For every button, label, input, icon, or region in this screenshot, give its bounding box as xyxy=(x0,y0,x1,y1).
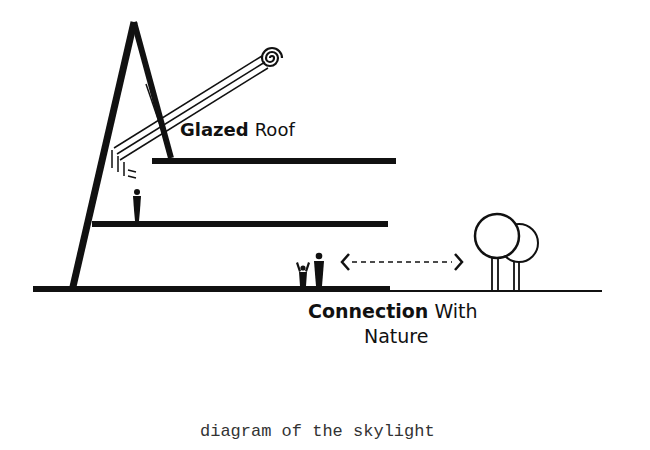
label-connection: Connection xyxy=(308,302,428,321)
tree-crown xyxy=(475,214,519,258)
person xyxy=(314,261,324,286)
dashed-link xyxy=(352,261,452,263)
person xyxy=(296,262,310,286)
light-ray xyxy=(114,56,262,148)
people xyxy=(133,189,324,286)
person xyxy=(300,265,305,270)
upper-floor xyxy=(152,158,396,164)
light-marks xyxy=(128,170,136,178)
label-glazed: Glazed xyxy=(180,121,249,139)
arrow-chevron xyxy=(455,254,462,270)
middle-floor xyxy=(92,221,388,227)
light-ray xyxy=(120,68,268,160)
person xyxy=(133,196,141,221)
glazed-roof xyxy=(134,22,171,158)
person xyxy=(316,253,323,260)
arrow-chevron xyxy=(342,254,349,270)
caption: diagram of the skylight xyxy=(200,423,435,440)
person xyxy=(134,189,140,195)
label-roof: Roof xyxy=(255,121,295,139)
label-with: With xyxy=(434,302,477,321)
ground-floor xyxy=(33,286,390,292)
light-ray xyxy=(117,62,265,154)
ground-line xyxy=(390,290,602,292)
ray-edge xyxy=(146,84,170,154)
sun-spiral xyxy=(262,48,282,66)
light-marks xyxy=(112,150,124,176)
label-nature: Nature xyxy=(364,327,428,346)
tree-trunks xyxy=(492,258,519,290)
